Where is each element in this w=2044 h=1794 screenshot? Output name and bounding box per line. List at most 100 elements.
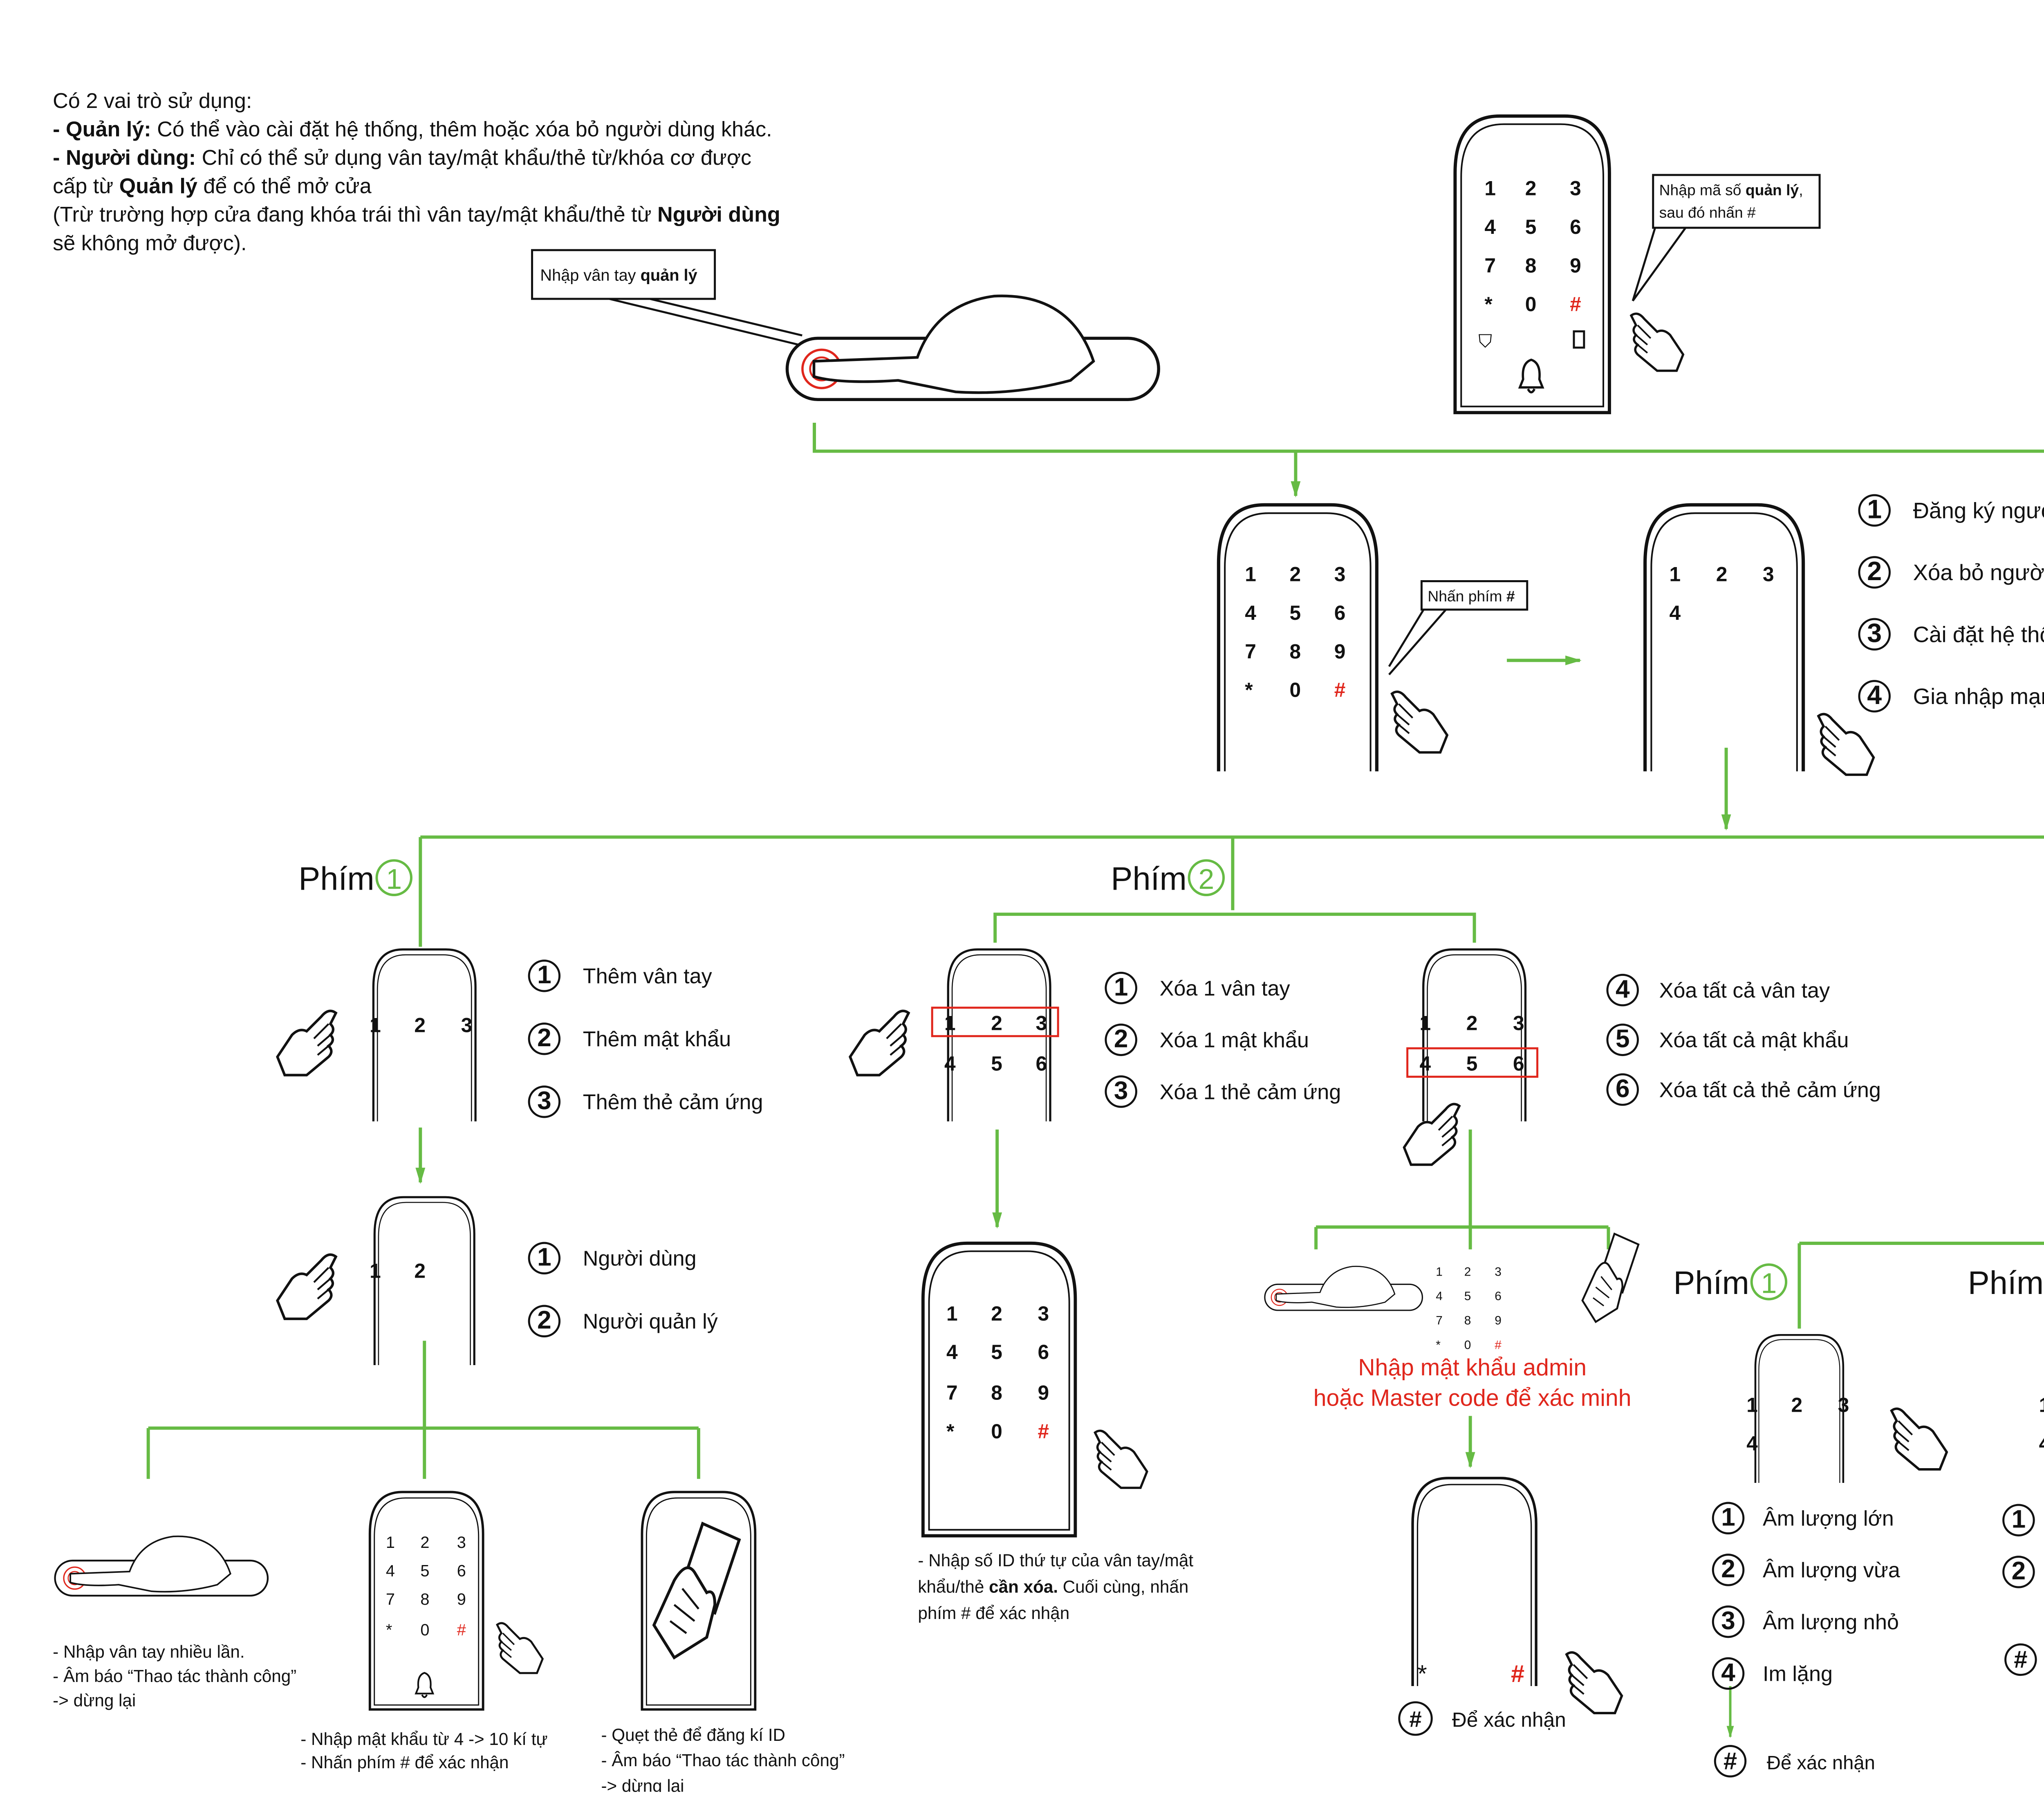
number-circle-icon <box>1188 859 1225 896</box>
svg-text:6: 6 <box>1570 215 1581 238</box>
item-number: 2 <box>1114 1025 1128 1053</box>
note-line: - Nhập mật khẩu từ 4 -> 10 kí tự <box>300 1729 547 1749</box>
svg-text:4: 4 <box>2039 1432 2044 1455</box>
svg-text:Có 2 vai trò sử dụng:: Có 2 vai trò sử dụng: <box>53 89 252 113</box>
item-label: Xóa 1 vân tay <box>1160 977 1290 1000</box>
svg-text:#: # <box>2014 1646 2027 1673</box>
number-circle-icon <box>1606 1023 1639 1056</box>
branch-connector <box>419 835 2044 947</box>
svg-text:4: 4 <box>1419 1052 1431 1075</box>
svg-text:3: 3 <box>1838 1393 1849 1416</box>
svg-text:7: 7 <box>1484 254 1496 277</box>
svg-text:2: 2 <box>991 1302 1002 1325</box>
item-number: 1 <box>537 1243 551 1271</box>
svg-text:3: 3 <box>457 1534 466 1552</box>
hash-circle-icon <box>1398 1701 1433 1736</box>
pointing-hand-icon <box>1095 1431 1147 1488</box>
confirm-hash: #Để xác nhận <box>1714 1745 1875 1778</box>
svg-text:#: # <box>457 1621 466 1639</box>
item-label: Xóa bỏ người sử dụng <box>1913 560 2044 585</box>
item-label: Xóa tất cả mật khẩu <box>1659 1029 1849 1052</box>
number-circle-icon <box>2002 1504 2035 1536</box>
svg-text:- Quản lý: Có thể vào cài đặt: - Quản lý: Có thể vào cài đặt hệ thống, … <box>53 118 772 141</box>
item-label: Đăng ký người sử dụng <box>1913 498 2044 523</box>
item-label: Xóa tất cả vân tay <box>1659 979 1830 1002</box>
svg-text:6: 6 <box>457 1562 466 1580</box>
note-line: - Nhấn phím # để xác nhận <box>300 1753 509 1772</box>
svg-text:#: # <box>1409 1707 1421 1731</box>
note-line: - Âm báo “Thao tác thành công” <box>601 1751 845 1770</box>
svg-text:4: 4 <box>1436 1289 1443 1303</box>
svg-text:7: 7 <box>946 1381 958 1404</box>
pointing-hand-icon <box>278 1011 336 1075</box>
svg-text:9: 9 <box>1570 254 1581 277</box>
number-circle-icon <box>1858 494 1891 527</box>
svg-text:*: * <box>1436 1338 1441 1352</box>
svg-text:2: 2 <box>1525 177 1537 200</box>
battery-icon <box>1573 330 1585 349</box>
note-delete-id: - Nhập số ID thứ tự của vân tay/mật khẩu… <box>918 1551 1193 1623</box>
svg-text:6: 6 <box>1334 601 1346 624</box>
item-number: 1 <box>2012 1505 2026 1533</box>
fingerprint-reader-hand-icon <box>55 1536 268 1596</box>
svg-text:1: 1 <box>1436 1265 1443 1278</box>
confirm-hash: #Để xác nhận <box>2004 1643 2037 1676</box>
note-line: -> dừng lại <box>53 1691 136 1710</box>
svg-text:#: # <box>1570 293 1581 316</box>
svg-text:sẽ không mở được).: sẽ không mở được). <box>53 231 247 255</box>
svg-text:(Trừ trường hợp cửa đang khóa: (Trừ trường hợp cửa đang khóa trái thì v… <box>53 203 780 226</box>
fingerprint-callout: Nhập vân tay quản lý <box>531 249 802 347</box>
svg-text:sau đó nhấn #: sau đó nhấn # <box>1659 204 1756 221</box>
svg-text:0: 0 <box>420 1621 429 1639</box>
list-item: 2Tiếng Anh <box>2002 1556 2035 1588</box>
svg-text:2: 2 <box>1199 863 1215 895</box>
note-fingerprint-enroll: - Nhập vân tay nhiều lần.- Âm báo “Thao … <box>53 1642 296 1710</box>
svg-text:3: 3 <box>1334 563 1346 586</box>
item-label: Xóa tất cả thẻ cảm ứng <box>1659 1078 1881 1102</box>
svg-text:Phím: Phím <box>1673 1265 1749 1301</box>
key-labels: Phím1Phím2Phím3Phím1Phím2Phím3 <box>298 859 2044 1301</box>
menu-screen-keys: 1 2 3 4 <box>1669 563 1774 624</box>
svg-text:Phím: Phím <box>298 861 374 897</box>
keypad-callout: Nhập mã số quản lý, sau đó nhấn # <box>1632 174 1821 302</box>
number-circle-icon <box>1105 1075 1137 1108</box>
svg-text:5: 5 <box>991 1341 1002 1363</box>
intro-text: Có 2 vai trò sử dụng: - Quản lý: Có thể … <box>53 89 780 255</box>
svg-text:- Người dùng: Chỉ có thể sử dụ: - Người dùng: Chỉ có thể sử dụng vân tay… <box>53 146 751 170</box>
note-line: - Nhập vân tay nhiều lần. <box>53 1642 244 1661</box>
number-circle-icon <box>528 1305 561 1338</box>
svg-text:#: # <box>1495 1338 1502 1352</box>
svg-text:2: 2 <box>1464 1265 1471 1278</box>
number-circle-icon <box>1712 1502 1745 1534</box>
svg-text:1: 1 <box>944 1011 956 1034</box>
pointing-hand-icon <box>1818 714 1874 775</box>
svg-text:3: 3 <box>1513 1011 1524 1034</box>
item-number: 2 <box>2012 1557 2026 1585</box>
item-number: 1 <box>537 961 551 989</box>
pointing-hand-icon <box>1392 692 1447 752</box>
svg-text:4: 4 <box>1746 1432 1758 1455</box>
item-number: 3 <box>1867 619 1882 648</box>
svg-text:- Nhập số ID thứ tự của vân ta: - Nhập số ID thứ tự của vân tay/mật <box>918 1551 1193 1570</box>
fingerprint-reader-hand-icon <box>1264 1265 1423 1311</box>
hash-circle-icon <box>2004 1643 2037 1676</box>
item-number: 1 <box>1721 1503 1735 1531</box>
number-circle-icon <box>1712 1554 1745 1586</box>
svg-text:0: 0 <box>1464 1338 1471 1352</box>
number-circle-icon <box>1750 1263 1788 1301</box>
svg-text:1: 1 <box>1761 1267 1777 1299</box>
